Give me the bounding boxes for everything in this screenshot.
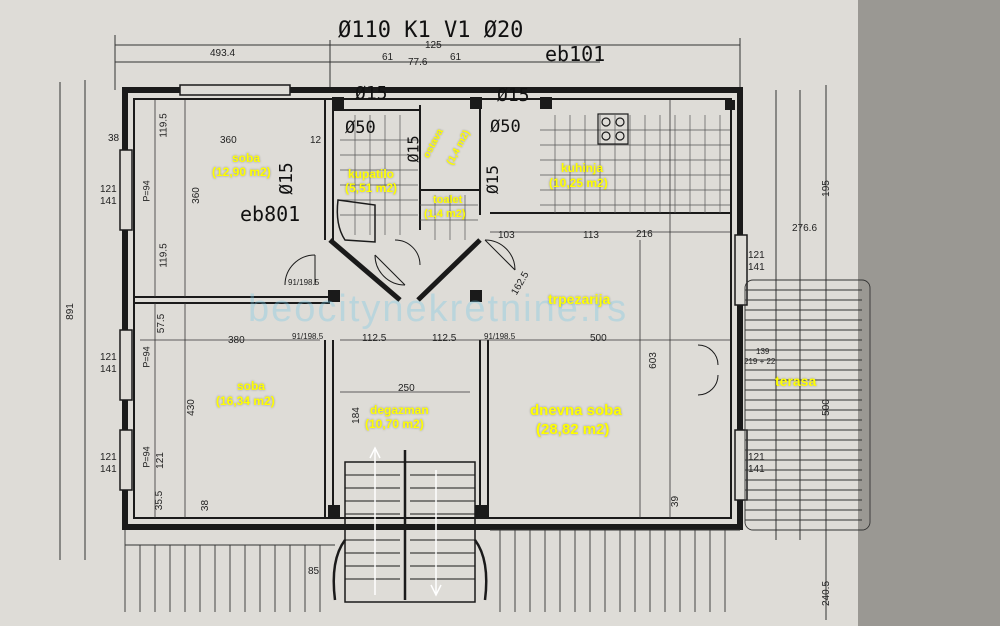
dim-276-6: 276.6 xyxy=(792,223,818,234)
drawing-header: Ø110 K1 V1 Ø20 xyxy=(338,18,524,43)
door-91-a: 91/198.5 xyxy=(288,278,320,287)
opening-121-right-b: 121 xyxy=(748,452,765,463)
dim-85: 85 xyxy=(308,566,320,577)
room-degazman-name: degazman xyxy=(370,403,429,417)
dim-360-horizontal: 360 xyxy=(220,135,237,146)
eb801-mark: eb801 xyxy=(240,202,301,226)
d15-mark-mid-vertical: Ø15 xyxy=(482,165,502,194)
opening-141-left-b: 141 xyxy=(100,364,117,375)
stove xyxy=(597,113,629,145)
watermark: beocitynekretnine.rs xyxy=(248,288,629,330)
dim-113: 113 xyxy=(583,230,599,241)
room-degazman-area: (10,70 m2) xyxy=(365,417,424,431)
opening-141-left-a: 141 xyxy=(100,196,117,207)
room-trpezarija-name: trpezarija xyxy=(548,291,611,307)
dim-250: 250 xyxy=(398,383,415,394)
room-soba-1-name: soba xyxy=(232,151,261,165)
room-soba-2-area: (16,34 m2) xyxy=(216,394,275,408)
stair-arrows xyxy=(369,446,442,597)
dim-35-5: 35.5 xyxy=(154,490,166,511)
eb101-mark: eb101 xyxy=(545,42,606,66)
window-94-c: P=94 xyxy=(141,446,152,468)
room-kuhinja-area: (10,25 m2) xyxy=(549,176,608,190)
bathtub xyxy=(336,199,376,243)
dim-38b: 38 xyxy=(200,499,212,512)
paper-sheet xyxy=(0,0,858,626)
kitchen-tiles xyxy=(540,115,730,213)
inner-wall-lines xyxy=(133,98,732,519)
dim-493: 493.4 xyxy=(210,48,236,59)
d15-mark-top-left: Ø15 xyxy=(355,83,388,104)
opening-141-left-c: 141 xyxy=(100,464,117,475)
window-94-b: P=94 xyxy=(141,346,152,368)
inner-dimension-lines xyxy=(140,100,730,518)
opening-141-right-b: 141 xyxy=(748,464,765,475)
dim-216: 216 xyxy=(636,229,653,240)
dim-121-left: 121 xyxy=(154,452,166,469)
dim-240-5: 240.5 xyxy=(821,580,833,607)
d50-mark-a: Ø50 xyxy=(345,118,376,138)
door-91-b: 91/198.5 xyxy=(292,332,324,341)
dim-39: 39 xyxy=(670,495,682,508)
dim-500-right: 500 xyxy=(820,399,832,416)
diagonal-walls xyxy=(328,238,482,302)
opening-141-right-a: 141 xyxy=(748,262,765,273)
window-94-a: P=94 xyxy=(141,180,152,202)
room-dnevna-soba-area: (28,82 m2) xyxy=(536,421,610,438)
opening-121-left-b: 121 xyxy=(100,352,117,363)
bathroom-tiles xyxy=(340,115,418,235)
room-toalet-name: toalet xyxy=(433,194,463,206)
opening-121-left-a: 121 xyxy=(100,184,117,195)
d15-mark-top-right: Ø15 xyxy=(497,85,530,106)
room-toalet-area: (1,4 m2) xyxy=(424,208,466,220)
dim-112-5a: 112.5 xyxy=(362,333,387,344)
staircase xyxy=(332,450,488,603)
dim-195: 195 xyxy=(820,180,832,197)
d15-mark-kupatilo: Ø15 xyxy=(404,135,423,163)
dim-603: 603 xyxy=(647,352,659,369)
door-91-c: 91/198.5 xyxy=(484,332,516,341)
dim-103: 103 xyxy=(498,230,515,241)
top-dimension-lines xyxy=(59,35,827,620)
table-background xyxy=(850,0,1000,626)
dim-57-5: 57.5 xyxy=(156,313,168,334)
dim-119-5a: 119.5 xyxy=(158,113,170,138)
dim-500: 500 xyxy=(590,333,607,344)
opening-121-left-c: 121 xyxy=(100,452,117,463)
dim-360-vertical: 360 xyxy=(190,187,202,204)
room-soba-2-name: soba xyxy=(237,379,266,393)
dim-112-5b: 112.5 xyxy=(432,333,457,344)
dim-184: 184 xyxy=(350,407,362,424)
d50-mark-b: Ø50 xyxy=(490,117,521,137)
dim-119-5b: 119.5 xyxy=(158,243,170,268)
dim-891: 891 xyxy=(64,303,76,320)
room-dnevna-soba-name: dnevna soba xyxy=(530,402,622,419)
window-marks xyxy=(119,84,748,501)
room-kupatilo-name: kupatilo xyxy=(348,167,395,181)
dim-38a: 38 xyxy=(108,133,120,144)
room-soba-1-area: (12,90 m2) xyxy=(212,165,271,179)
room-kupatilo-area: (5,51 m2) xyxy=(345,181,398,195)
dim-12: 12 xyxy=(310,135,322,146)
eave-hatching xyxy=(124,529,740,612)
dim-125: 125 xyxy=(425,40,442,51)
dim-61a: 61 xyxy=(382,52,394,63)
terrace-door-139: 139 xyxy=(756,347,770,356)
d15-mark-left-vertical: Ø15 xyxy=(275,162,297,195)
room-terasa-name: terasa xyxy=(775,373,817,389)
columns xyxy=(328,97,735,517)
toilet-tiles xyxy=(420,195,478,240)
room-kuhinja-name: kuhinja xyxy=(561,161,604,175)
dim-61b: 61 xyxy=(450,52,462,63)
dim-430: 430 xyxy=(185,399,197,416)
terrace-door-219: 219 + 22 xyxy=(744,357,776,366)
dim-380: 380 xyxy=(228,335,245,346)
opening-121-right-a: 121 xyxy=(748,250,765,261)
dim-77-6: 77.6 xyxy=(408,57,428,68)
door-swings xyxy=(284,239,719,396)
terrace-deck xyxy=(744,279,871,531)
